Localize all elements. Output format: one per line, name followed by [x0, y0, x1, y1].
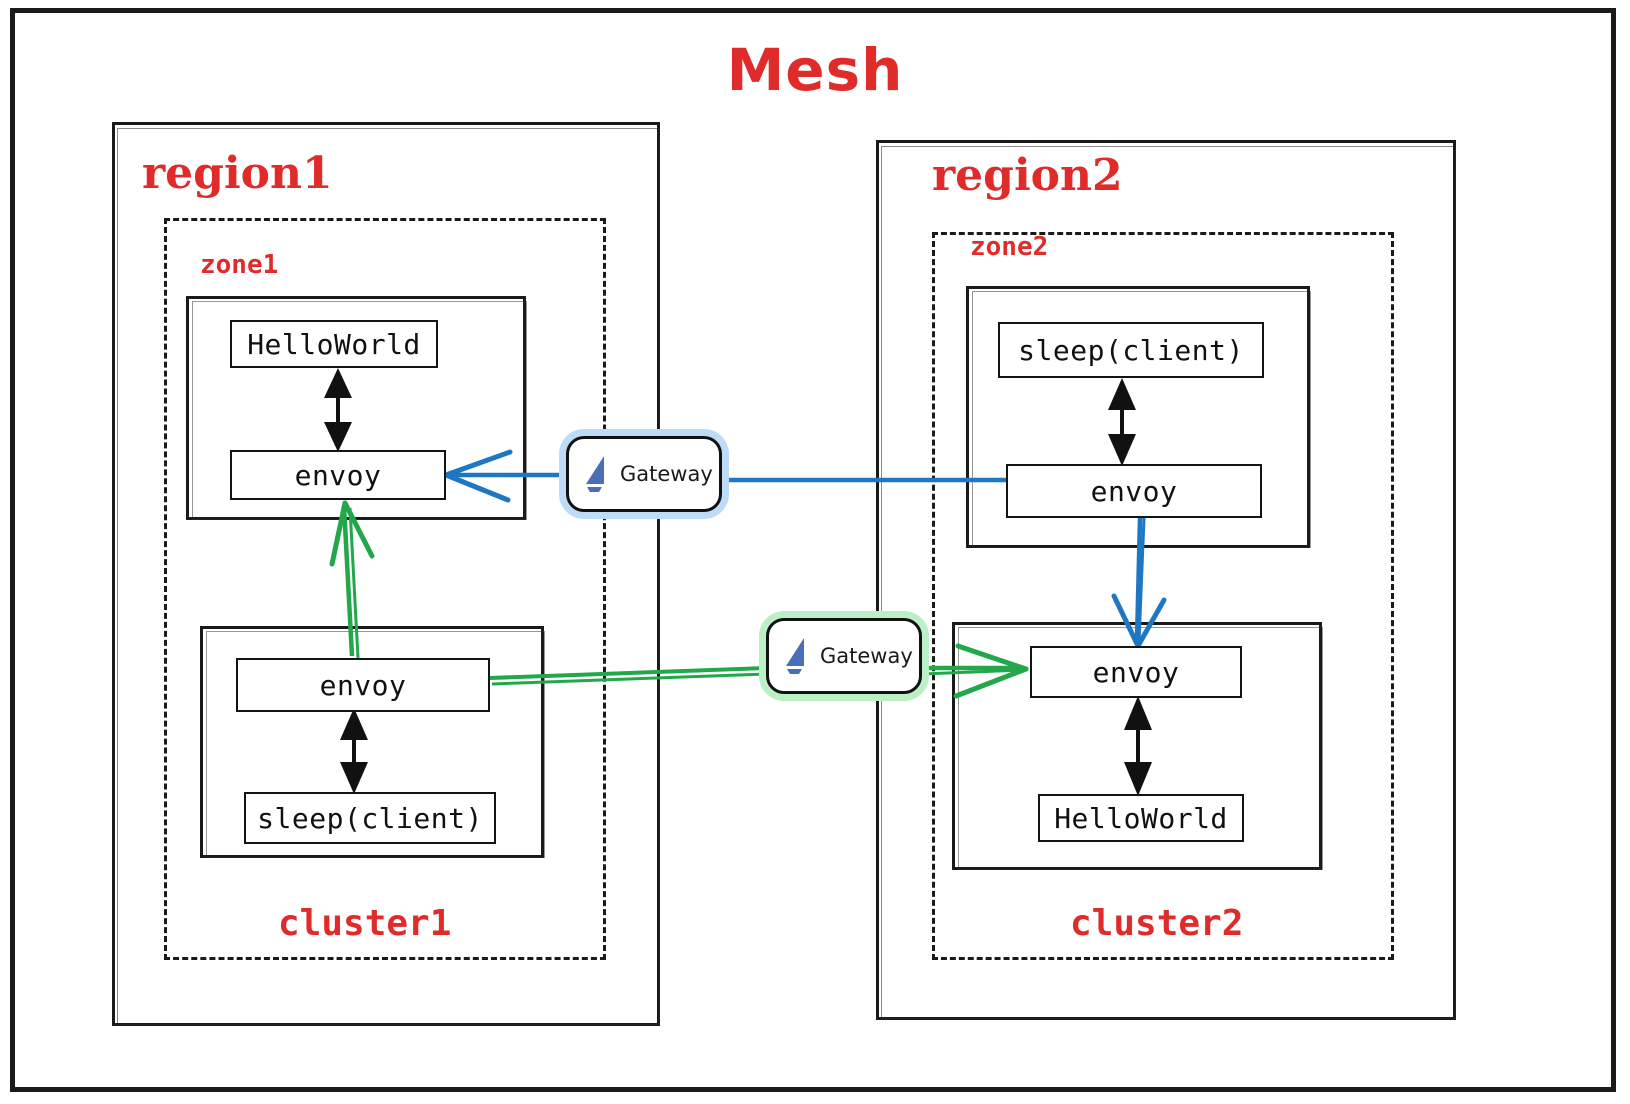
biarrow-sleep2-envoy3 [1108, 378, 1136, 466]
zone1-label: zone1 [200, 250, 279, 280]
service-sleep-region1[interactable]: sleep(client) [244, 792, 496, 844]
biarrow-envoy2-sleep1 [340, 708, 368, 794]
biarrow-envoy4-helloworld2 [1124, 696, 1152, 796]
gateway-blue-label: Gateway [620, 462, 713, 486]
zone1-boundary [164, 218, 606, 960]
service-helloworld-region1[interactable]: HelloWorld [230, 320, 438, 368]
service-sleep-region2[interactable]: sleep(client) [998, 322, 1264, 378]
gateway-blue[interactable]: Gateway [566, 436, 722, 512]
region1-boundary [112, 122, 660, 1026]
flow-envoy2-up-to-envoy1 [329, 500, 375, 659]
service-envoy-sleep-region2[interactable]: envoy [1006, 464, 1262, 518]
cluster1-label: cluster1 [278, 903, 452, 944]
service-helloworld-region2[interactable]: HelloWorld [1038, 794, 1244, 842]
service-envoy-sleep-region1[interactable]: envoy [236, 658, 490, 712]
zone2-boundary [932, 232, 1394, 960]
flow-envoy2-to-green-gateway [489, 666, 767, 686]
biarrow-helloworld1-envoy1 [324, 368, 352, 452]
gateway-green[interactable]: Gateway [766, 618, 922, 694]
region2-boundary [876, 140, 1456, 1020]
flow-envoy3-down-to-envoy4 [1111, 517, 1167, 649]
page-title: Mesh [726, 36, 904, 104]
service-envoy-helloworld-region2[interactable]: envoy [1030, 646, 1242, 698]
cluster2-label: cluster2 [1070, 903, 1244, 944]
istio-sail-icon [779, 636, 813, 676]
zone2-label: zone2 [970, 232, 1049, 262]
region1-label: region1 [142, 148, 333, 199]
service-envoy-helloworld-region1[interactable]: envoy [230, 450, 446, 500]
flow-green-gateway-to-envoy4 [921, 643, 1029, 699]
istio-sail-icon [579, 454, 613, 494]
flow-blue-gateway-to-envoy1 [443, 449, 566, 503]
region2-label: region2 [932, 150, 1123, 201]
mesh-frame [10, 8, 1616, 1092]
gateway-green-label: Gateway [820, 644, 913, 668]
